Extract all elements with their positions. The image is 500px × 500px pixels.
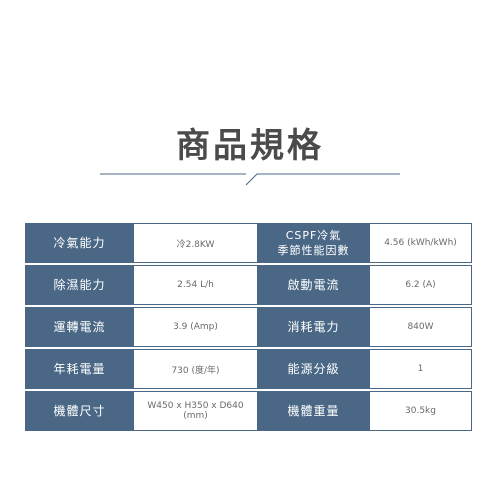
spec-label: 冷氣能力 [25,223,134,263]
table-row: 年耗電量 730 (度/年) 能源分級 1 [25,349,472,389]
spec-label: 能源分級 [257,349,370,389]
spec-value: 2.54 L/h [133,265,258,305]
spec-value: 4.56 (kWh/kWh) [369,223,472,263]
spec-value: 冷2.8KW [133,223,258,263]
spec-value: 6.2 (A) [369,265,472,305]
spec-value: 1 [369,349,472,389]
spec-label: 啟動電流 [257,265,370,305]
spec-label: 機體尺寸 [25,391,134,431]
spec-label: 年耗電量 [25,349,134,389]
spec-label-line: CSPF冷氣 [285,229,342,242]
table-row: 除濕能力 2.54 L/h 啟動電流 6.2 (A) [25,265,472,305]
spec-value: 730 (度/年) [133,349,258,389]
spec-label-line: 季節性能因數 [277,244,350,257]
table-row: 運轉電流 3.9 (Amp) 消耗電力 840W [25,307,472,347]
page-title: 商品規格 [176,126,324,166]
spec-value: 3.9 (Amp) [133,307,258,347]
spec-label: CSPF冷氣 季節性能因數 [257,223,370,263]
table-row: 機體尺寸 W450 x H350 x D640 (mm) 機體重量 30.5kg [25,391,472,431]
spec-label: 機體重量 [257,391,370,431]
spec-value: 840W [369,307,472,347]
spec-table: 冷氣能力 冷2.8KW CSPF冷氣 季節性能因數 4.56 (kWh/kWh)… [25,223,472,431]
spec-label: 除濕能力 [25,265,134,305]
table-row: 冷氣能力 冷2.8KW CSPF冷氣 季節性能因數 4.56 (kWh/kWh) [25,223,472,263]
spec-label: 消耗電力 [257,307,370,347]
spec-label: 運轉電流 [25,307,134,347]
spec-value: W450 x H350 x D640 (mm) [133,391,258,431]
spec-value: 30.5kg [369,391,472,431]
